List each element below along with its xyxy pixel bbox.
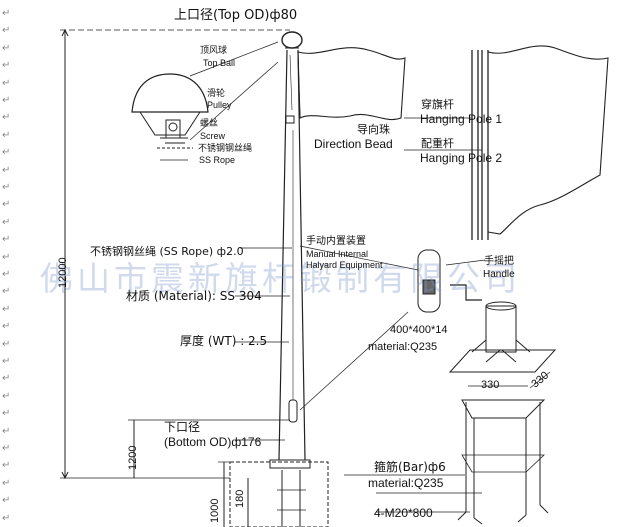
plate-material-label: material:Q235 [368,341,438,353]
pilcrow-mark: ↵ [2,216,11,228]
halyard-en-label-2: Halyard Equipment [306,260,383,270]
pole-right-edge [297,49,306,461]
pilcrow-mark: ↵ [2,443,11,454]
hanging-pole-2-en-label: Hanging Pole 2 [420,151,503,165]
pilcrow-mark: ↵ [2,303,11,315]
rebar-cage [461,399,546,419]
pilcrow-mark: ↵ [2,286,11,298]
ss-rope-spec-label: 不锈钢钢丝绳 (SS Rope) ф2.0 [90,245,244,258]
direction-bead [285,115,295,124]
wall-thickness-label: 厚度 (WT) : 2.5 [180,334,268,348]
pilcrow-mark: ↵ [2,477,11,489]
top-ball-shape [281,31,303,49]
pilcrow-mark: ↵ [2,269,11,280]
pilcrow-mark: ↵ [2,199,11,211]
dimension-330-a: 330 [481,379,500,391]
pilcrow-mark: ↵ [2,25,11,37]
pilcrow-mark: ↵ [2,495,11,507]
material-label: 材质 (Material): SS 304 [126,289,262,303]
bar-material-label: material:Q235 [368,476,444,490]
ss-rope-en-label: SS Rope [199,155,236,165]
pilcrow-mark: ↵ [2,356,11,367]
halyard-cn-label: 手动内置装置 [306,236,366,247]
pilcrow-mark: ↵ [2,164,11,176]
dimension-1200-label: 1200 [127,445,139,470]
pulley-en-label: Pulley [207,100,232,110]
ss-rope-cn-label: 不锈钢钢丝绳 [198,144,253,154]
pilcrow-mark: ↵ [2,182,11,193]
pilcrow-mark: ↵ [2,408,11,420]
hanging-pole-2-cn-label: 配重杆 [421,137,454,150]
pilcrow-mark: ↵ [2,460,11,472]
pilcrow-mark: ↵ [2,512,11,524]
hanging-pole-1-cn-label: 穿旗杆 [421,98,454,111]
halyard-en-label-1: Manual Internal [306,249,369,259]
pilcrow-mark: ↵ [2,42,11,54]
top-ball-cn-label: 顶风球 [200,46,228,56]
pilcrow-mark: ↵ [2,390,11,402]
flag-shape [297,47,406,120]
pilcrow-mark: ↵ [2,129,11,141]
bottom-od-en-label: (Bottom OD)ф176 [164,435,262,449]
direction-bead-cn-label: 导向珠 [357,123,390,136]
pilcrow-mark: ↵ [2,321,11,333]
screw-en-label: Screw [200,131,226,141]
direction-bead-en-label: Direction Bead [314,137,393,151]
pilcrow-mark: ↵ [2,112,11,124]
bottom-od-cn-label: 下口径 [164,420,201,434]
bolts-label: 4-M20*800 [374,506,433,520]
pilcrow-mark: ↵ [2,60,11,72]
halyard-equipment [417,249,441,313]
pilcrow-mark: ↵ [2,251,11,263]
handle-en-label: Handle [483,269,515,280]
top-od-label: 上口径(Top OD)ф80 [174,8,298,23]
handle-cn-label: 手摇把 [484,256,514,267]
height-dimension-label: 12000 [57,257,69,288]
pilcrow-mark: ↵ [2,373,11,385]
pilcrow-mark: ↵ [2,77,11,89]
foundation [229,461,329,527]
pulley-cn-label: 滑轮 [207,89,226,99]
plate-size-label: 400*400*14 [390,324,448,336]
pilcrow-mark: ↵ [2,147,11,159]
dimension-180-label: 180 [234,489,246,508]
base-plate [448,349,557,373]
top-ball-detail [131,73,209,113]
stirrup-label: 箍筋(Bar)ф6 [374,460,446,474]
pilcrow-mark: ↵ [2,95,11,106]
pilcrow-mark: ↵ [2,8,11,19]
pilcrow-mark: ↵ [2,425,11,437]
dimension-1000-label: 1000 [209,498,221,523]
pilcrow-mark: ↵ [2,338,11,350]
hanging-pole-1-en-label: Hanging Pole 1 [420,112,503,126]
top-ball-en-label: Top Ball [203,58,236,68]
watermark: 佛山市震新旗杆锻制有限公司 [40,259,521,298]
pilcrow-mark: ↵ [2,234,11,246]
screw-cn-label: 螺丝 [200,119,219,129]
